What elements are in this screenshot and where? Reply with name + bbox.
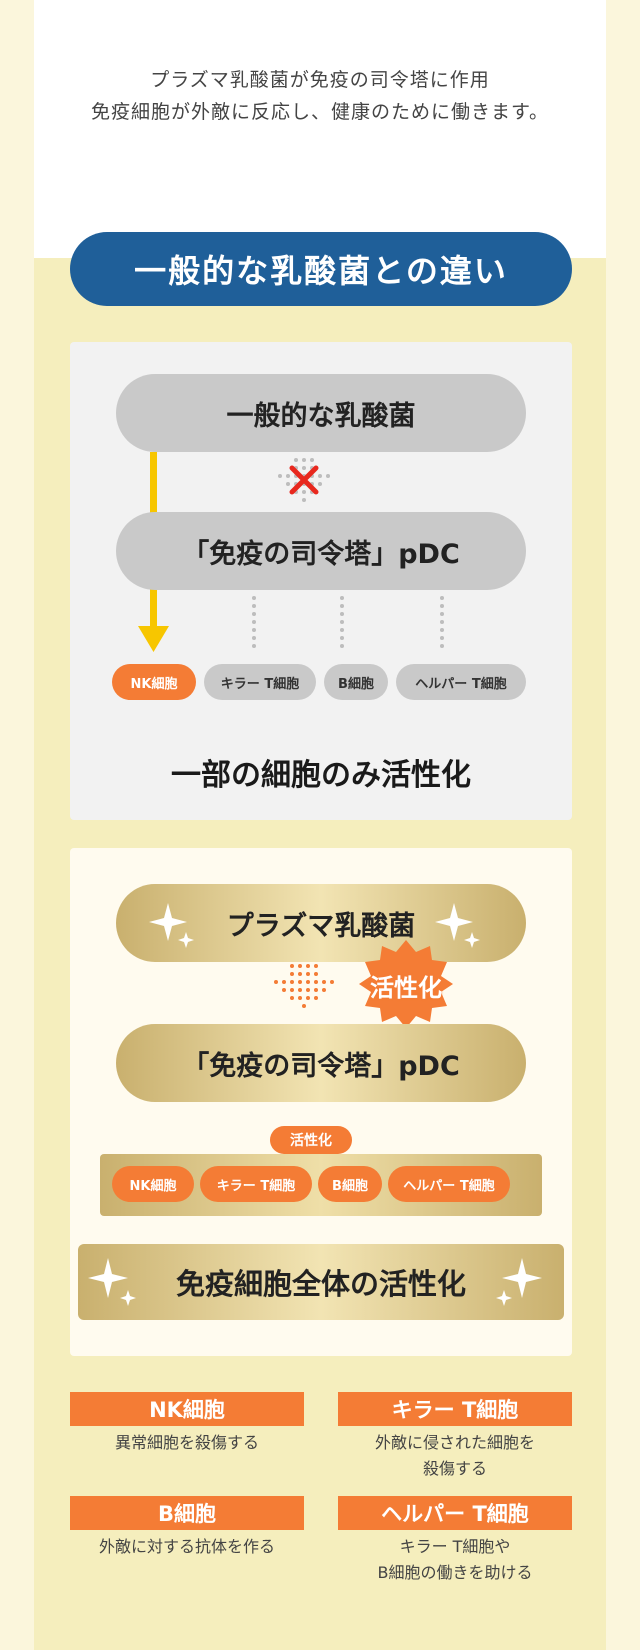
plasma-cell-killer-t: キラー T細胞 xyxy=(200,1166,312,1202)
legend-desc-b: 外敵に対する抗体を作る xyxy=(98,1537,275,1556)
legend-desc-helper-t: キラー T細胞や B細胞の働きを助ける xyxy=(377,1537,533,1582)
connector-killer-t xyxy=(252,596,256,648)
intro-area xyxy=(34,0,606,258)
activation-label: 活性化 xyxy=(370,974,442,1002)
general-pdc-pill: 「免疫の司令塔」pDC xyxy=(116,512,526,590)
cross-icon xyxy=(289,465,319,495)
cells-activation-label: 活性化 xyxy=(270,1126,352,1154)
legend-desc-killer-t: 外敵に侵された細胞を 殺傷する xyxy=(374,1433,535,1478)
legend-desc-nk: 異常細胞を殺傷する xyxy=(114,1433,259,1452)
sparkle-icon-bottom xyxy=(88,1258,542,1306)
legend-title-helper-t: ヘルパー T細胞 xyxy=(338,1496,572,1530)
plasma-cell-helper-t: ヘルパー T細胞 xyxy=(388,1166,510,1202)
intro-line-1: プラズマ乳酸菌が免疫の司令塔に作用 xyxy=(150,69,490,91)
intro-text: プラズマ乳酸菌が免疫の司令塔に作用 免疫細胞が外敵に反応し、健康のために働きます… xyxy=(34,64,606,128)
panel-plasma-bacteria: プラズマ乳酸菌 免疫細胞全体の活性化 xyxy=(70,848,572,1356)
section-title: 一般的な乳酸菌との違い xyxy=(70,232,572,306)
dotted-arrow-icon xyxy=(278,458,330,502)
legend-title-b: B細胞 xyxy=(70,1496,304,1530)
legend-title-killer-t: キラー T細胞 xyxy=(338,1392,572,1426)
legend-title-nk: NK細胞 xyxy=(70,1392,304,1426)
connector-helper-t xyxy=(440,596,444,648)
plasma-conclusion-banner: 免疫細胞全体の活性化 xyxy=(78,1244,564,1320)
dotted-connectors xyxy=(252,596,444,648)
sparkle-icon xyxy=(149,903,480,948)
general-bacteria-pill: 一般的な乳酸菌 xyxy=(116,374,526,452)
intro-line-2: 免疫細胞が外敵に反応し、健康のために働きます。 xyxy=(90,101,550,123)
plasma-cell-b: B細胞 xyxy=(318,1166,382,1202)
plasma-bacteria-label: プラズマ乳酸菌 xyxy=(226,910,416,942)
panel-general-bacteria: 一般的な乳酸菌 xyxy=(70,342,572,820)
plasma-pdc-pill: 「免疫の司令塔」pDC xyxy=(116,1024,526,1102)
general-cell-b: B細胞 xyxy=(324,664,388,700)
plasma-conclusion: 免疫細胞全体の活性化 xyxy=(175,1267,466,1301)
general-cell-helper-t: ヘルパー T細胞 xyxy=(396,664,526,700)
background-side-left xyxy=(0,0,34,1650)
panel-plasma-graphics xyxy=(88,903,542,1306)
general-conclusion: 一部の細胞のみ活性化 xyxy=(171,758,471,793)
connector-b-cell xyxy=(340,596,344,648)
plasma-cell-nk: NK細胞 xyxy=(112,1166,194,1202)
general-cell-nk: NK細胞 xyxy=(112,664,196,700)
general-cell-killer-t: キラー T細胞 xyxy=(204,664,316,700)
background-side-right xyxy=(606,0,640,1650)
activation-starburst-icon xyxy=(359,940,453,1028)
orange-dotted-arrow-icon xyxy=(274,964,334,1008)
